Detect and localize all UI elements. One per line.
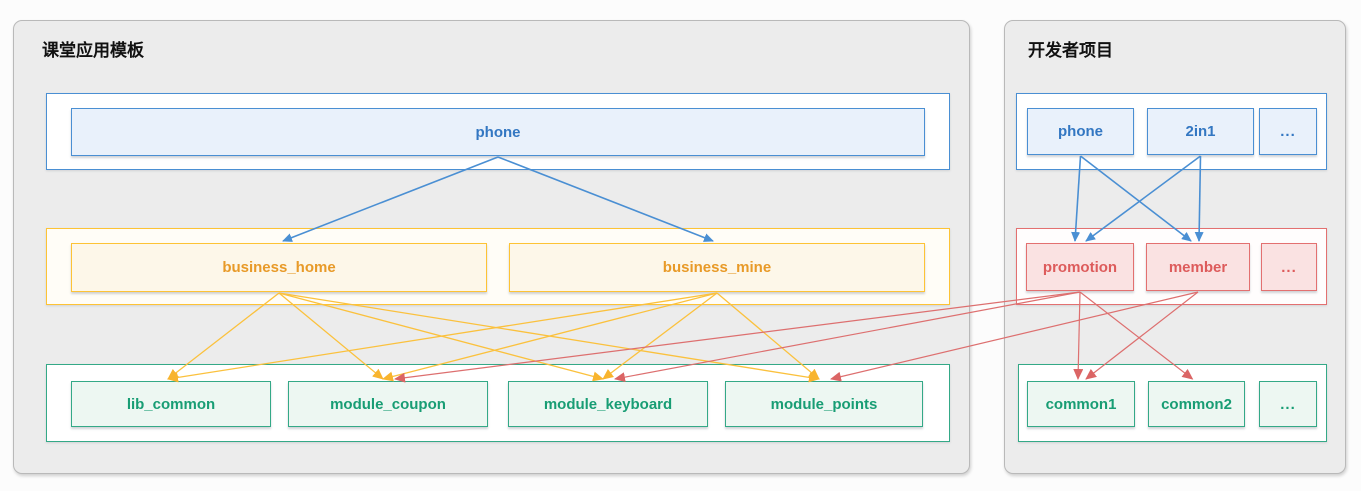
node-modules-ellipsis: ...	[1259, 381, 1317, 427]
node-common1: common1	[1027, 381, 1135, 427]
node-phone-left: phone	[71, 108, 925, 156]
node-lib-common: lib_common	[71, 381, 271, 427]
node-module-points: module_points	[725, 381, 923, 427]
node-app-ellipsis: ...	[1259, 108, 1317, 155]
node-member: member	[1146, 243, 1250, 291]
node-common2: common2	[1148, 381, 1245, 427]
node-module-coupon: module_coupon	[288, 381, 488, 427]
node-business-ellipsis: ...	[1261, 243, 1317, 291]
left-panel-title: 课堂应用模板	[42, 41, 144, 60]
node-module-keyboard: module_keyboard	[508, 381, 708, 427]
node-promotion: promotion	[1026, 243, 1134, 291]
right-panel-title: 开发者项目	[1028, 41, 1113, 60]
node-2in1: 2in1	[1147, 108, 1254, 155]
node-business-home: business_home	[71, 243, 487, 292]
node-business-mine: business_mine	[509, 243, 925, 292]
node-phone-right: phone	[1027, 108, 1134, 155]
